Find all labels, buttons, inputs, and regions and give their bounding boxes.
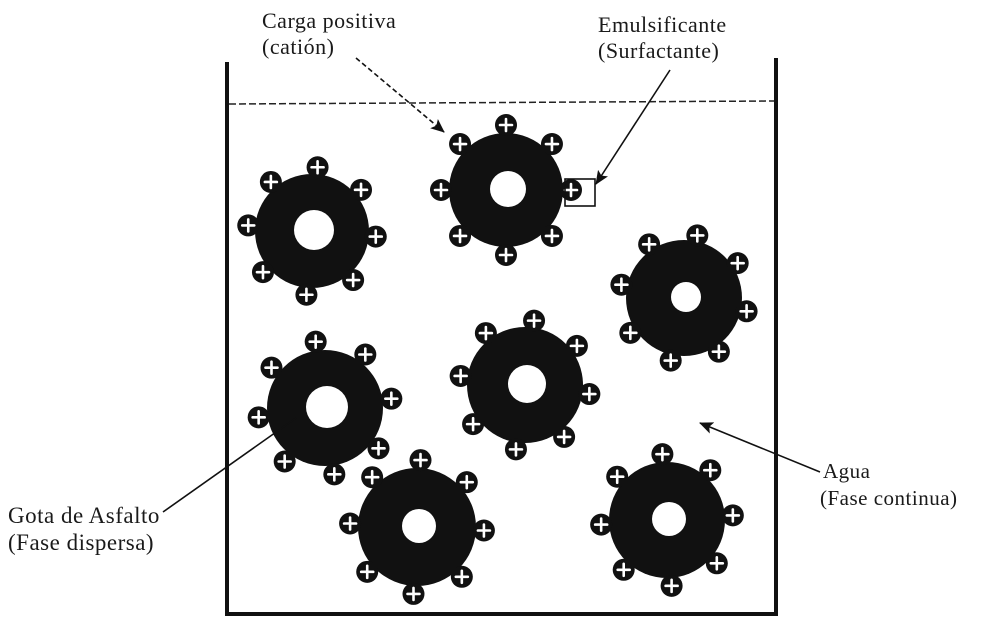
emulsifier-label: Emulsificante (Surfactante) xyxy=(598,12,727,64)
surfactant-head-cation: + xyxy=(361,466,383,488)
surfactant-head-cation: + xyxy=(248,406,270,428)
surfactant-head-cation: + xyxy=(295,284,317,306)
surfactant-head-cation: + xyxy=(456,471,478,493)
surfactant-head-cation: + xyxy=(541,225,563,247)
asphalt-droplet-core xyxy=(508,365,546,403)
surfactant-head-cation: + xyxy=(736,300,758,322)
surfactant-head-cation: + xyxy=(660,350,682,372)
surfactant-head-cation: + xyxy=(350,179,372,201)
surfactant-head-cation: + xyxy=(252,261,274,283)
surfactant-head-cation: + xyxy=(699,459,721,481)
emulsifier-label-line1: Emulsificante xyxy=(598,12,727,38)
surfactant-head-cation: + xyxy=(365,226,387,248)
surfactant-head-cation: + xyxy=(274,451,296,473)
surfactant-head-cation: + xyxy=(541,133,563,155)
surfactant-head-cation: + xyxy=(430,179,452,201)
water-surface-line xyxy=(229,101,774,104)
surfactant-head-cation: + xyxy=(495,114,517,136)
surfactant-head-cation: + xyxy=(619,322,641,344)
asphalt-droplet: + + + + + + + + xyxy=(248,331,403,486)
surfactant-head-cation: + xyxy=(410,449,432,471)
surfactant-head-cation: + xyxy=(462,413,484,435)
emulsifier-label-line2: (Surfactante) xyxy=(598,38,727,64)
asphalt-droplet-core xyxy=(671,282,701,312)
surfactant-head-cation: + xyxy=(342,269,364,291)
surfactant-head-cation: + xyxy=(722,504,744,526)
charge-arrow xyxy=(356,58,444,132)
surfactant-head-cation: + xyxy=(613,559,635,581)
asphalt-droplet-core xyxy=(652,502,686,536)
surfactant-head-cation: + xyxy=(449,133,471,155)
surfactant-head-cation: + xyxy=(260,171,282,193)
surfactant-head-cation: + xyxy=(566,335,588,357)
surfactant-head-cation: + xyxy=(590,514,612,536)
surfactant-head-cation: + xyxy=(451,566,473,588)
asphalt-droplet-core xyxy=(490,171,526,207)
surfactant-head-cation: + xyxy=(638,233,660,255)
surfactant-head-cation: + xyxy=(505,438,527,460)
surfactant-head-cation: + xyxy=(450,365,472,387)
surfactant-head-cation: + xyxy=(380,388,402,410)
surfactant-head-cation: + xyxy=(449,225,471,247)
surfactant-head-cation: + xyxy=(661,575,683,597)
surfactant-head-cation: + xyxy=(610,274,632,296)
surfactant-head-cation: + xyxy=(473,520,495,542)
droplets-group: ++++++++++++++++++++++++++++++++++++++++… xyxy=(237,114,757,605)
surfactant-head-cation: + xyxy=(339,512,361,534)
water-label-line2: (Fase continua) xyxy=(820,485,958,512)
surfactant-head-cation: + xyxy=(651,443,673,465)
surfactant-head-cation: + xyxy=(356,561,378,583)
asphalt-droplet-core xyxy=(402,509,436,543)
surfactant-head-cation: + xyxy=(578,383,600,405)
surfactant-head-cation: + xyxy=(560,179,582,201)
positive-charge-label-line2: (catión) xyxy=(262,34,396,60)
surfactant-head-cation: + xyxy=(606,466,628,488)
asphalt-drop-label-line2: (Fase dispersa) xyxy=(8,529,160,556)
surfactant-head-cation: + xyxy=(686,224,708,246)
positive-charge-label-line1: Carga positiva xyxy=(262,8,396,34)
asphalt-droplet: + + + + + + + + xyxy=(610,224,757,371)
asphalt-droplet: + + + + + + + + xyxy=(339,449,495,605)
surfactant-head-cation: + xyxy=(402,583,424,605)
surfactant-head-cation: + xyxy=(323,463,345,485)
asphalt-droplet: ++++++++ xyxy=(237,156,387,306)
surfactant-head-cation: + xyxy=(307,156,329,178)
surfactant-head-cation: + xyxy=(354,343,376,365)
asphalt-drop-label-line1: Gota de Asfalto xyxy=(8,502,160,529)
surfactant-head-cation: + xyxy=(553,426,575,448)
emulsifier-arrow xyxy=(596,70,670,184)
asphalt-droplet: + + + + + + + + xyxy=(430,114,582,266)
surfactant-head-cation: + xyxy=(523,310,545,332)
surfactant-head-cation: + xyxy=(708,341,730,363)
surfactant-head-cation: + xyxy=(495,244,517,266)
surfactant-head-cation: + xyxy=(368,437,390,459)
surfactant-head-cation: + xyxy=(475,322,497,344)
asphalt-droplet: ++++++++ xyxy=(450,310,601,461)
asphalt-droplet-core xyxy=(306,386,348,428)
surfactant-head-cation: + xyxy=(305,331,327,353)
surfactant-head-cation: + xyxy=(260,357,282,379)
water-label-line1: Agua xyxy=(820,458,958,485)
asphalt-droplet-core xyxy=(294,210,334,250)
water-label: Agua (Fase continua) xyxy=(820,458,958,512)
surfactant-head-cation: + xyxy=(237,214,259,236)
surfactant-head-cation: + xyxy=(706,552,728,574)
asphalt-drop-label: Gota de Asfalto (Fase dispersa) xyxy=(8,502,160,556)
asphalt-droplet: + + + + + + + + xyxy=(590,443,744,597)
positive-charge-label: Carga positiva (catión) xyxy=(262,8,396,60)
surfactant-head-cation: + xyxy=(727,252,749,274)
